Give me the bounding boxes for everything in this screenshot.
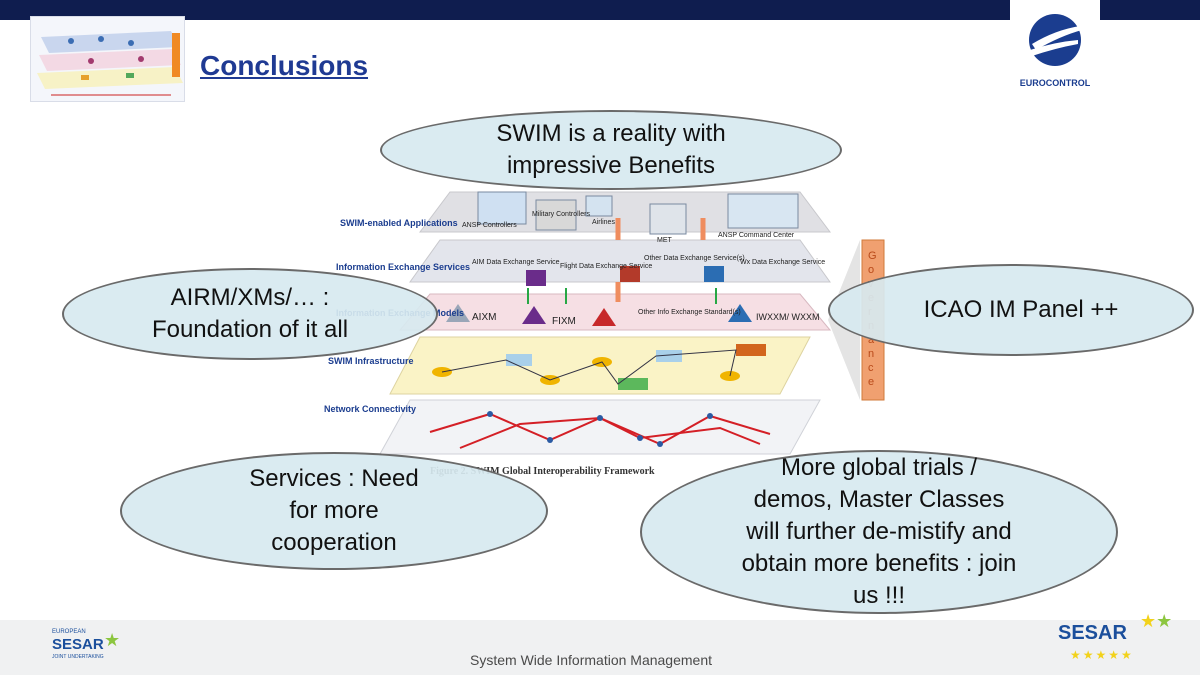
swim-framework-diagram: ANSP Controllers Military Controllers Ai… (300, 182, 920, 482)
bubble-trials: More global trials / demos, Master Class… (640, 450, 1118, 614)
governance-letter: G (868, 250, 877, 262)
sesar-left-sub-top: EUROPEAN (52, 629, 86, 635)
app-label-ansp-controllers: ANSP Controllers (462, 222, 517, 229)
bubble-swim-reality-text: SWIM is a reality with impressive Benefi… (496, 120, 726, 179)
bubble-services: Services : Need for more cooperation (120, 452, 548, 570)
app-label-met: MET (657, 237, 673, 244)
governance-letter: c (868, 362, 874, 374)
sesar-stars-icon: ★★ (1140, 611, 1173, 631)
governance-letter: a (868, 334, 875, 346)
layer-label-applications: SWIM-enabled Applications (340, 218, 458, 228)
bubble-services-text: Services : Need for more cooperation (249, 465, 419, 556)
app-label-airlines: Airlines (592, 219, 615, 226)
service-label-flight: Flight Data Exchange Service (560, 263, 652, 270)
app-label-military: Military Controllers (532, 211, 590, 218)
page-title: Conclusions (200, 50, 369, 81)
sesar-star-icon: ★ (104, 630, 121, 650)
sesar-stars-ring-icon: ★★★★★ (1070, 648, 1134, 662)
governance-letter: n (868, 348, 875, 360)
model-label-aixm: AIXM (472, 312, 496, 323)
title-accent (172, 33, 180, 77)
framework-thumbnail (30, 16, 185, 102)
layer-label-services: Information Exchange Services (336, 262, 470, 272)
eurocontrol-logo (1010, 0, 1100, 100)
footer-bar (0, 620, 1200, 675)
bubble-airm: AIRM/XMs/… : Foundation of it all (62, 268, 438, 360)
layer-label-infrastructure: SWIM Infrastructure (328, 356, 414, 366)
bubble-trials-text: More global trials / demos, Master Class… (741, 454, 1017, 609)
bubble-icao-text: ICAO IM Panel ++ (923, 296, 1119, 323)
governance-letter: e (868, 376, 875, 388)
app-label-ansp-command: ANSP Command Center (718, 232, 795, 239)
service-label-other: Other Data Exchange Service(s) (644, 255, 745, 262)
sesar-logo-right: SESAR (1058, 622, 1127, 644)
model-label-other: Other Info Exchange Standard(s) (638, 309, 741, 316)
header-bar (0, 0, 1200, 20)
model-label-iwxxm: IWXXM/ WXXM (756, 312, 820, 322)
bubble-icao: ICAO IM Panel ++ (828, 264, 1194, 356)
sesar-logo-left: SESAR (52, 636, 104, 653)
footer-text: System Wide Information Management (470, 652, 712, 668)
layer-label-network: Network Connectivity (324, 404, 416, 414)
service-label-wx: Wx Data Exchange Service (740, 259, 825, 266)
bubble-swim-reality: SWIM is a reality with impressive Benefi… (380, 110, 842, 190)
eurocontrol-label: EUROCONTROL (1019, 78, 1091, 88)
diagram-caption: Figure 2. SWIM Global Interoperability F… (430, 466, 655, 477)
model-label-fixm: FIXM (552, 316, 576, 327)
governance-letter: o (868, 264, 875, 276)
sesar-left-sub-bottom: JOINT UNDERTAKING (52, 654, 104, 660)
service-label-aim: AIM Data Exchange Service (472, 259, 560, 266)
bubble-airm-text: AIRM/XMs/… : Foundation of it all (151, 284, 349, 343)
